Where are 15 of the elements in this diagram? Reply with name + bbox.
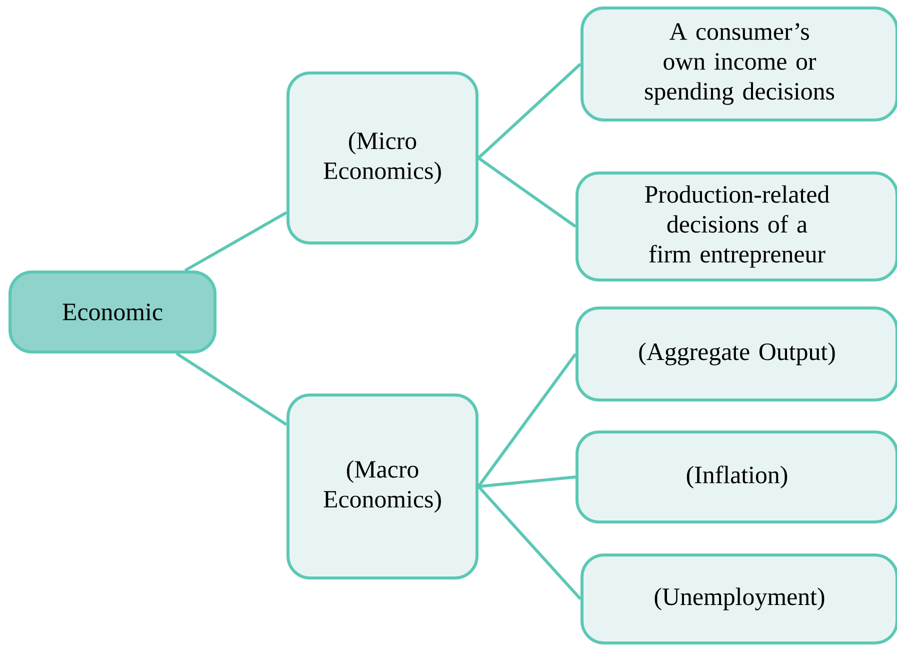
connector-line	[478, 156, 576, 228]
topic-box: (Aggregate Output)	[576, 306, 897, 402]
connector-line	[184, 211, 288, 272]
category-box: (Micro Economics)	[286, 72, 478, 244]
connector-line	[477, 485, 582, 600]
connector-line	[477, 62, 582, 160]
topic-box: (Unemployment)	[580, 554, 897, 644]
connector-line	[176, 352, 288, 426]
connector-line	[478, 476, 576, 488]
topic-box: Production-related decisions of a firm entrepreneur	[576, 172, 897, 282]
category-box: (Macro Economics)	[286, 394, 478, 580]
root-box: Economic	[8, 270, 216, 354]
connector-line	[477, 353, 577, 488]
topic-box: A consumer’s own income or spending decisions	[580, 6, 897, 122]
topic-box: (Inflation)	[576, 430, 897, 524]
